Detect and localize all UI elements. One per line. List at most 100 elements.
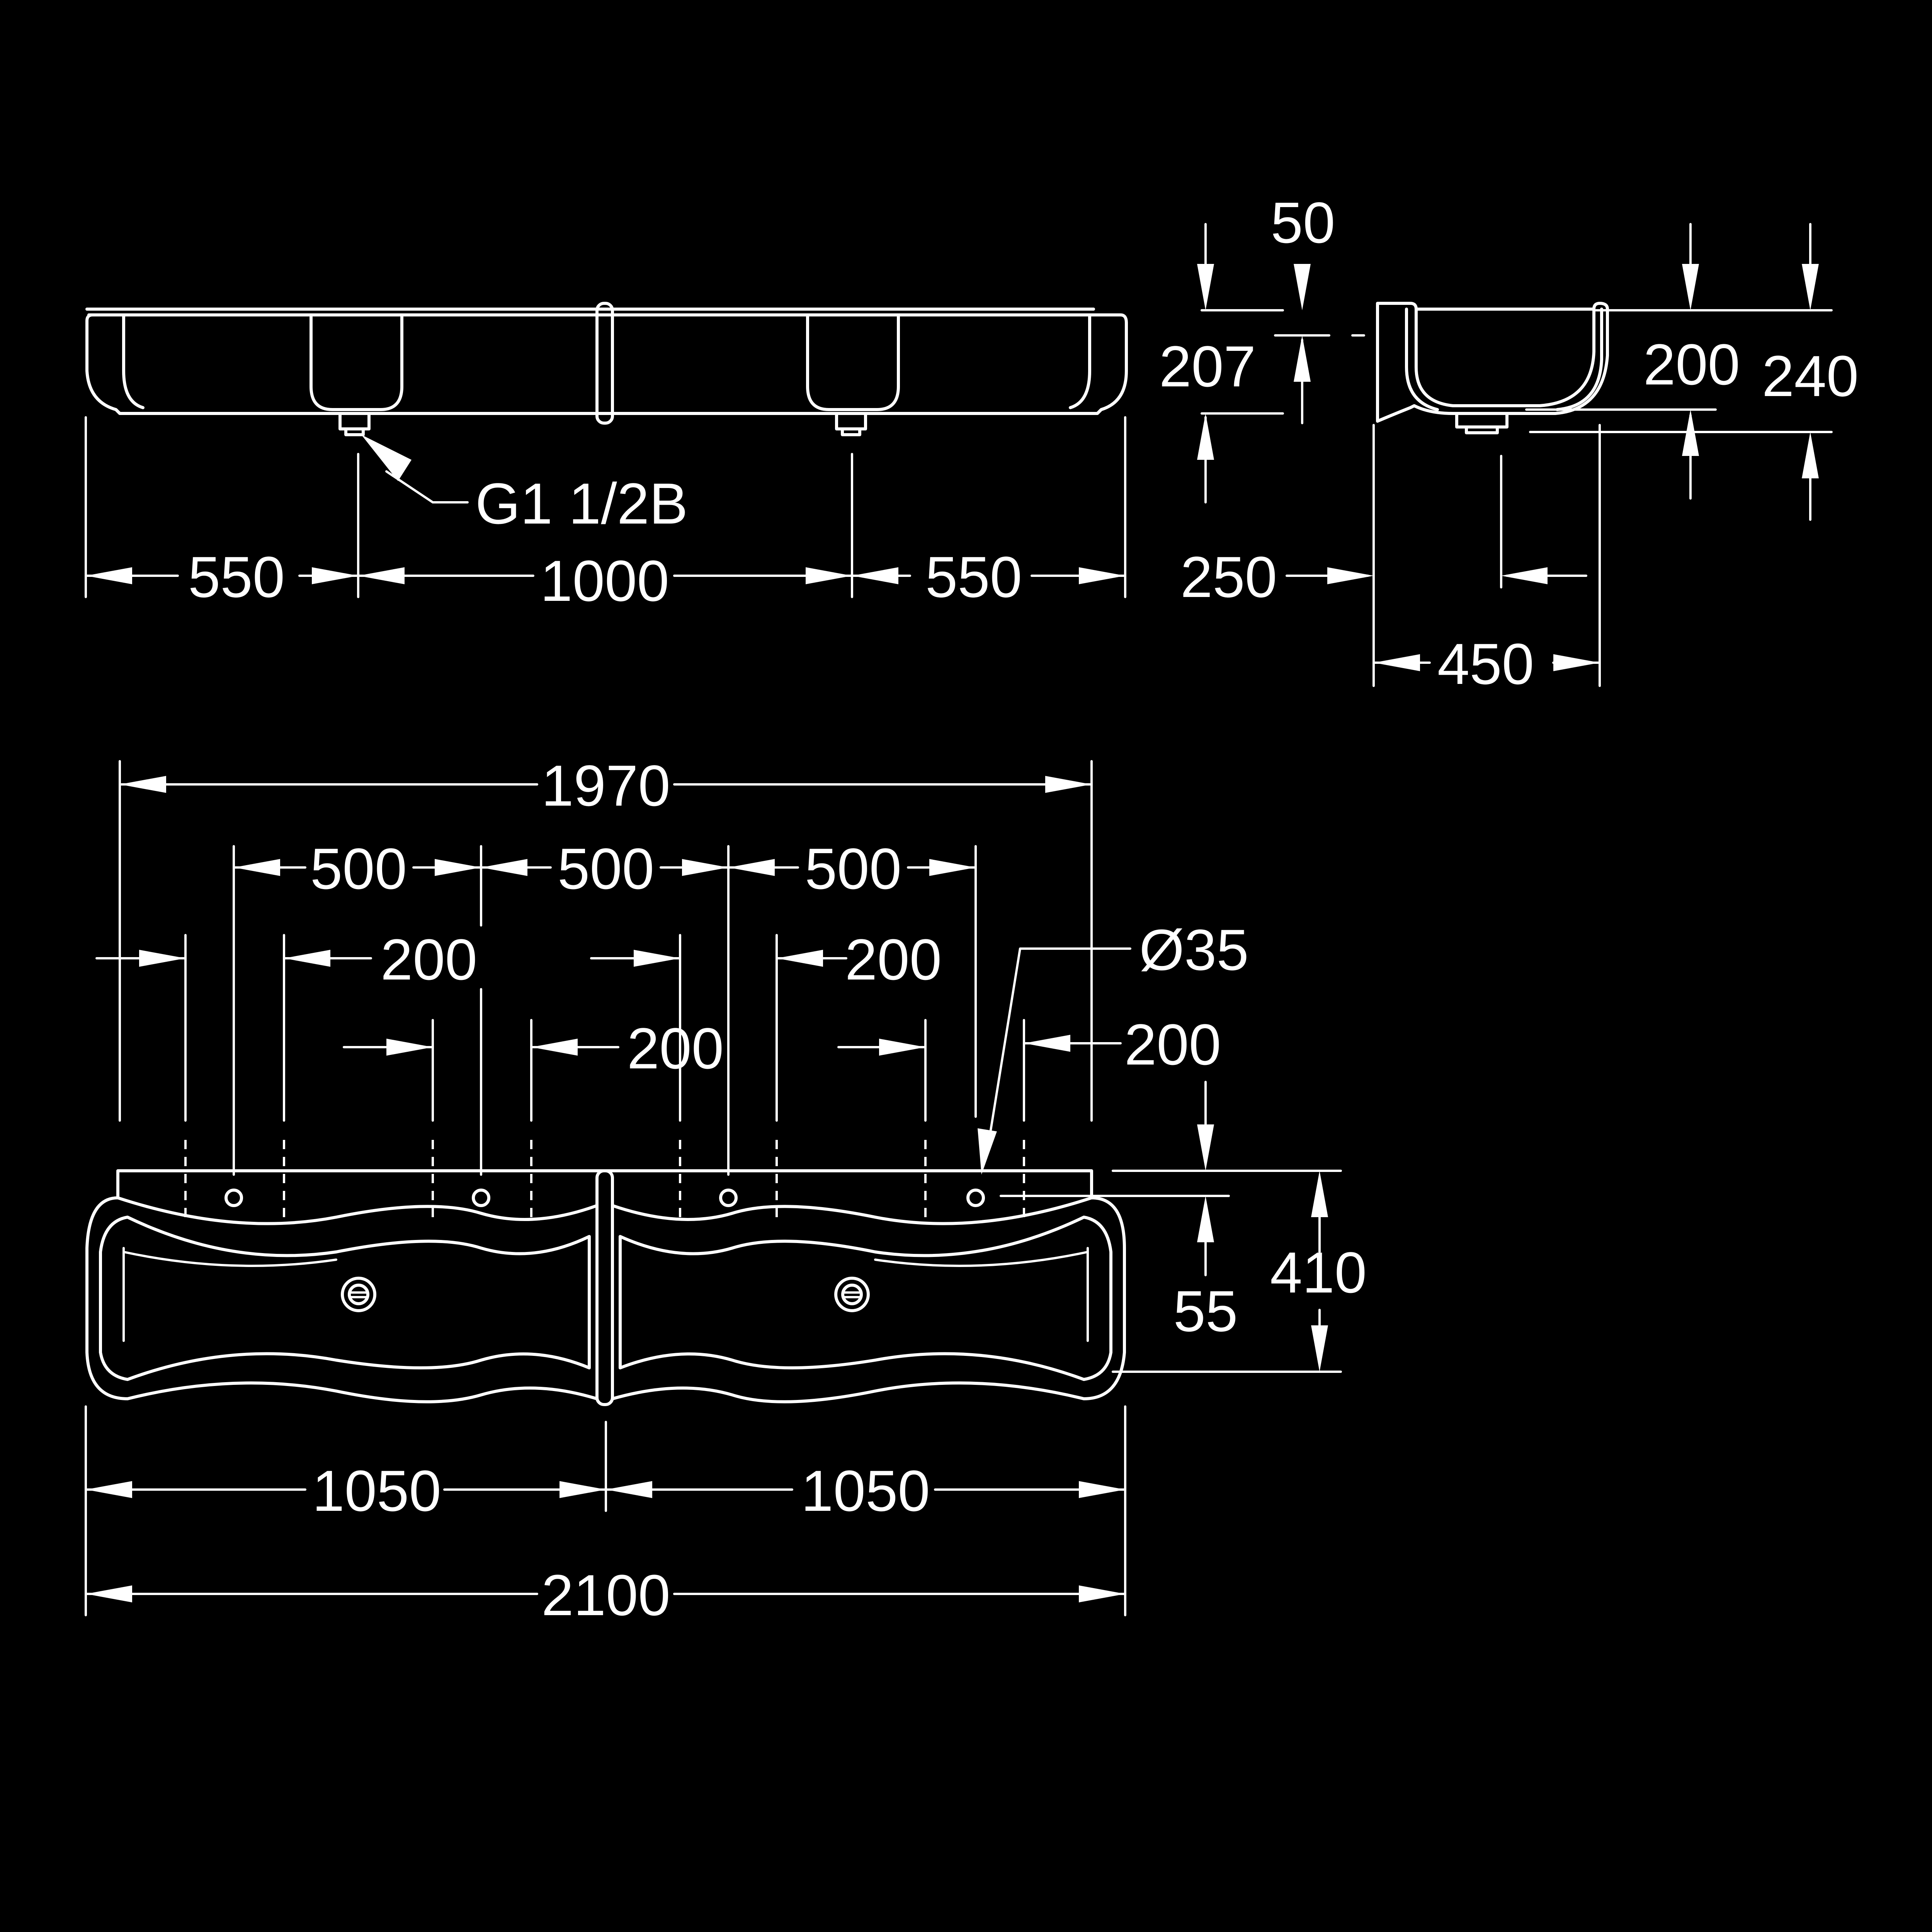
dim-plan-500-c: 500 bbox=[805, 836, 901, 901]
dim-arrow bbox=[1045, 776, 1092, 793]
front-elevation-view: 550 1000 550 G1 1/2B bbox=[85, 302, 1128, 613]
tap-hole bbox=[224, 1189, 243, 1207]
dim-arrow bbox=[1197, 264, 1214, 310]
side-basin-inner bbox=[1405, 308, 1603, 411]
dim-arrow bbox=[777, 950, 823, 967]
dim-front-1000: 1000 bbox=[540, 548, 669, 613]
dim-arrow bbox=[929, 859, 976, 876]
outlet-leader-line bbox=[385, 470, 469, 503]
front-center-divider bbox=[595, 302, 614, 425]
drain-right bbox=[834, 1277, 870, 1312]
dia-leader-line bbox=[986, 947, 1131, 1153]
dim-arrow bbox=[1682, 264, 1699, 310]
front-bowl-left bbox=[310, 315, 403, 411]
dim-plan-410: 410 bbox=[1270, 1240, 1367, 1305]
dim-arrow bbox=[806, 567, 852, 584]
plan-basin-outer bbox=[85, 1196, 599, 1403]
dim-arrow bbox=[560, 1481, 606, 1498]
plan-center-divider bbox=[595, 1169, 614, 1406]
front-waste-left bbox=[338, 412, 371, 436]
dim-side-207: 207 bbox=[1159, 334, 1256, 399]
dim-arrow bbox=[312, 567, 358, 584]
dim-arrow bbox=[386, 1039, 433, 1056]
dim-arrow bbox=[1079, 1585, 1125, 1602]
dim-arrow bbox=[1294, 335, 1311, 382]
dim-arrow bbox=[1294, 264, 1311, 310]
dim-plan-200-b: 200 bbox=[845, 927, 942, 992]
tap-hole bbox=[472, 1189, 490, 1207]
dim-plan-2100: 2100 bbox=[541, 1563, 670, 1628]
front-waste-right bbox=[835, 412, 867, 436]
front-bowl-right bbox=[806, 315, 900, 411]
dim-side-200: 200 bbox=[1643, 332, 1740, 397]
dim-arrow bbox=[1024, 1035, 1070, 1052]
dim-arrow bbox=[284, 950, 330, 967]
front-basin-inner bbox=[122, 313, 1091, 409]
front-extension-lines bbox=[85, 416, 1126, 598]
side-basin-profile bbox=[1376, 302, 1609, 423]
dim-arrow bbox=[1197, 413, 1214, 460]
dim-arrow bbox=[86, 1585, 132, 1602]
plan-back-rim bbox=[116, 1169, 1093, 1199]
dim-arrow bbox=[139, 950, 185, 967]
dim-200-arrows bbox=[95, 957, 1122, 1048]
plan-bowl-right bbox=[619, 1216, 1112, 1381]
dim-1050-2100-lines bbox=[85, 1405, 1126, 1616]
dim-plan-500-a: 500 bbox=[310, 836, 407, 901]
dim-side-240: 240 bbox=[1762, 344, 1859, 408]
dim-plan-200-d: 200 bbox=[1124, 1012, 1221, 1077]
dim-arrow bbox=[634, 950, 680, 967]
plan-view: 1970 500 500 500 200 200 200 200 Ø35 bbox=[85, 753, 1367, 1628]
dim-arrow bbox=[1079, 567, 1125, 584]
dim-arrow bbox=[1197, 1124, 1214, 1171]
dim-arrow bbox=[435, 859, 481, 876]
dim-side-450: 450 bbox=[1437, 631, 1534, 696]
front-basin-outline bbox=[85, 313, 1128, 415]
dim-plan-1050-left: 1050 bbox=[312, 1458, 441, 1523]
dim-arrow bbox=[728, 859, 775, 876]
dim-arrow bbox=[120, 776, 166, 793]
dim-arrow bbox=[682, 859, 728, 876]
dim-plan-200-a: 200 bbox=[381, 927, 477, 992]
dim-plan-200-c: 200 bbox=[627, 1016, 724, 1081]
dim-arrow bbox=[481, 859, 527, 876]
side-section-view: 50 207 200 240 250 450 bbox=[1159, 190, 1859, 696]
dim-plan-1970: 1970 bbox=[541, 753, 670, 818]
drain-left bbox=[341, 1277, 376, 1312]
tap-hole bbox=[966, 1189, 985, 1207]
plan-hidden-lines bbox=[184, 1140, 1025, 1217]
dim-arrow bbox=[1802, 264, 1819, 310]
dim-arrow bbox=[1311, 1171, 1328, 1217]
dim-arrow bbox=[1553, 654, 1600, 671]
dim-side-250: 250 bbox=[1180, 544, 1277, 609]
dim-plan-diameter: Ø35 bbox=[1139, 917, 1249, 982]
dim-arrow bbox=[1197, 1196, 1214, 1242]
dim-arrow bbox=[879, 1039, 925, 1056]
side-waste bbox=[1455, 412, 1509, 434]
dim-side-50: 50 bbox=[1271, 190, 1335, 255]
dim-arrow bbox=[86, 1481, 132, 1498]
dim-arrow bbox=[531, 1039, 578, 1056]
plan-bowl-left bbox=[99, 1216, 591, 1381]
dim-arrow bbox=[1374, 654, 1420, 671]
dim-arrow bbox=[234, 859, 280, 876]
dim-front-550-left: 550 bbox=[188, 544, 285, 609]
plan-offset-lines bbox=[184, 934, 1025, 1122]
dim-arrow bbox=[852, 567, 898, 584]
plan-centre-lines bbox=[119, 760, 1093, 1176]
dim-arrow bbox=[1501, 567, 1548, 584]
dim-arrow bbox=[1079, 1481, 1125, 1498]
tap-hole bbox=[719, 1189, 738, 1207]
dim-arrow bbox=[1802, 432, 1819, 478]
dim-front-550-right: 550 bbox=[925, 544, 1022, 609]
dim-plan-500-b: 500 bbox=[558, 836, 654, 901]
dim-plan-55: 55 bbox=[1173, 1279, 1238, 1344]
dim-arrow bbox=[1327, 567, 1374, 584]
dim-55-410-lines bbox=[1000, 1081, 1342, 1373]
plan-basin-outer-right bbox=[611, 1196, 1126, 1403]
outlet-thread-label: G1 1/2B bbox=[475, 471, 688, 536]
dia-leader-arrow bbox=[978, 1128, 997, 1175]
dim-arrow bbox=[358, 567, 405, 584]
dim-plan-1050-right: 1050 bbox=[801, 1458, 930, 1523]
